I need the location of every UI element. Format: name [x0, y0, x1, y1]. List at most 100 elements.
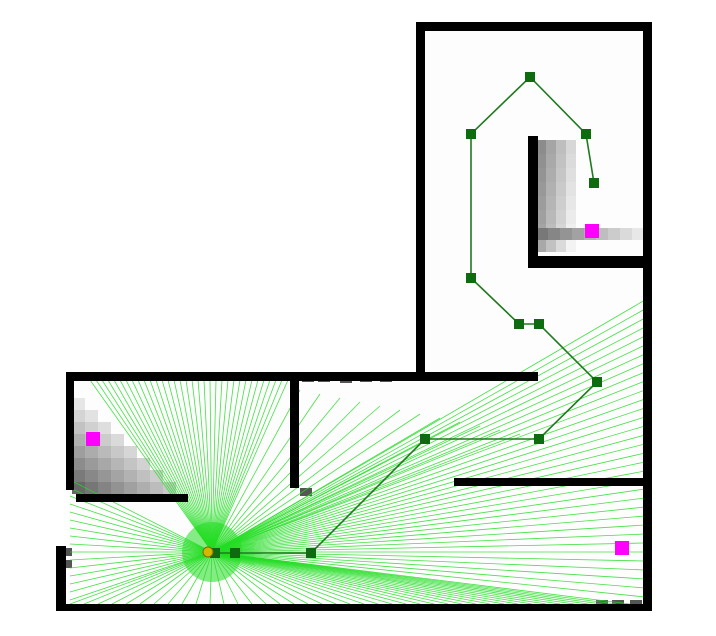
laser-ray: [211, 443, 646, 553]
shade-cell: [98, 434, 111, 446]
shade-cell: [85, 422, 98, 434]
shade-cell: [546, 196, 556, 210]
laser-ray: [211, 421, 461, 553]
shade-cell: [536, 210, 546, 224]
waypoint-marker: [589, 178, 599, 188]
laser-ray: [211, 344, 646, 553]
laser-ray: [131, 379, 213, 553]
shade-cell: [124, 470, 137, 482]
laser-ray: [211, 551, 646, 580]
wall-segment: [300, 372, 538, 381]
laser-ray: [211, 379, 289, 553]
shade-cell: [85, 446, 98, 458]
laser-ray: [211, 371, 646, 553]
laser-ray: [211, 393, 321, 553]
laser-ray: [211, 379, 283, 553]
shade-cell: [566, 196, 576, 210]
laser-ray: [211, 429, 501, 553]
laser-ray: [211, 551, 646, 598]
shade-cell: [546, 182, 556, 196]
laser-ray: [211, 506, 646, 553]
laser-ray: [211, 515, 646, 553]
laser-ray: [211, 551, 491, 605]
laser-ray: [211, 461, 646, 553]
shade-cell: [124, 482, 137, 494]
shade-cell: [536, 140, 546, 154]
laser-ray: [211, 389, 301, 553]
shade-cell: [72, 458, 85, 470]
free-space-regions: [70, 30, 645, 608]
waypoint-marker: [466, 129, 476, 139]
laser-ray: [211, 398, 646, 553]
shade-cell: [572, 228, 584, 240]
shade-cell: [608, 228, 620, 240]
shade-cell: [72, 470, 85, 482]
shade-cell: [72, 434, 85, 446]
waypoint-marker: [581, 129, 591, 139]
goal-marker: [86, 432, 100, 446]
wall-segment: [66, 372, 300, 381]
shade-cell: [560, 228, 572, 240]
shade-cell: [111, 482, 124, 494]
laser-ray: [211, 551, 646, 589]
shade-cell: [85, 470, 98, 482]
wall-segment: [56, 604, 652, 611]
shade-cell: [300, 488, 312, 496]
shade-cell: [566, 140, 576, 154]
wall-segment: [416, 22, 425, 378]
wall-segment: [416, 22, 652, 31]
laser-ray: [211, 417, 441, 553]
goal-marker: [585, 224, 599, 238]
laser-ray: [211, 551, 393, 605]
waypoint-marker: [534, 319, 544, 329]
waypoint-marker: [514, 319, 524, 329]
laser-ray: [211, 407, 646, 553]
shade-cell: [546, 238, 556, 252]
shade-cell: [72, 446, 85, 458]
waypoint-marker: [592, 377, 602, 387]
walls: [56, 22, 652, 611]
shade-cell: [111, 470, 124, 482]
shade-cell: [72, 482, 85, 494]
shade-cell: [137, 470, 150, 482]
laser-ray: [89, 379, 213, 553]
shade-cell: [556, 140, 566, 154]
shade-cell: [98, 470, 111, 482]
laser-ray: [211, 353, 646, 553]
shade-cell: [98, 458, 111, 470]
shade-cell: [548, 228, 560, 240]
laser-ray: [211, 425, 481, 553]
shade-cell: [98, 422, 111, 434]
laser-ray: [211, 409, 401, 553]
wall-segment: [643, 484, 652, 608]
waypoints: [210, 72, 602, 558]
laser-ray: [137, 379, 213, 553]
shade-cell: [536, 154, 546, 168]
laser-ray: [211, 401, 361, 553]
wall-segment: [454, 478, 652, 486]
laser-ray: [95, 379, 213, 553]
shade-cell: [150, 482, 163, 494]
robot: [202, 546, 214, 558]
goal-markers: [86, 224, 629, 555]
laser-ray: [211, 551, 477, 605]
waypoint-marker: [230, 548, 240, 558]
laser-ray: [211, 551, 435, 605]
shade-cell: [72, 422, 85, 434]
shade-cell: [546, 168, 556, 182]
laser-ray: [211, 551, 463, 605]
shade-cell: [536, 168, 546, 182]
laser-ray: [107, 379, 213, 553]
laser-ray: [211, 379, 271, 553]
shade-cell: [556, 154, 566, 168]
wall-segment: [76, 494, 188, 502]
laser-ray: [211, 380, 646, 553]
shade-cell: [556, 196, 566, 210]
laser-ray: [211, 551, 421, 605]
laser-scan: [69, 299, 646, 605]
shade-cell: [85, 410, 98, 422]
shade-cell: [546, 210, 556, 224]
shade-cell: [111, 458, 124, 470]
laser-ray: [211, 479, 646, 553]
shade-cell: [632, 228, 644, 240]
